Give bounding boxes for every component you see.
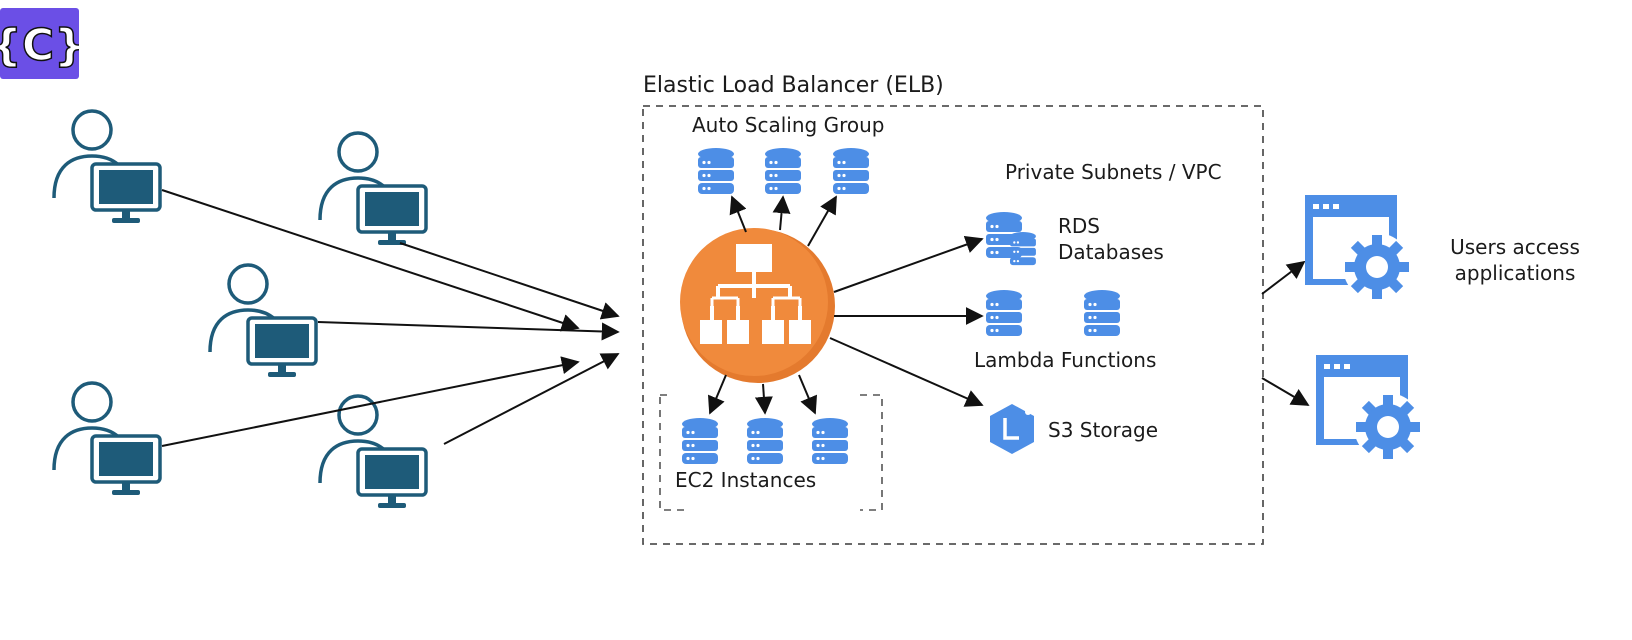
hierarchy-icon xyxy=(700,244,811,344)
database-icon xyxy=(698,148,734,194)
rds-icon xyxy=(986,212,1036,266)
logo-text: {C} xyxy=(0,20,79,71)
lambda-icons xyxy=(986,290,1120,336)
database-icon xyxy=(682,418,718,464)
scaling-arrows xyxy=(729,195,837,247)
elb-title: Elastic Load Balancer (ELB) xyxy=(643,73,944,98)
app-window-gear-icon xyxy=(1305,195,1411,301)
arrow xyxy=(807,195,837,247)
database-icon xyxy=(1084,290,1120,336)
service-arrows xyxy=(829,235,984,407)
database-icon xyxy=(812,418,848,464)
user-arrows xyxy=(161,189,620,447)
arrow xyxy=(729,195,747,233)
arrow xyxy=(772,195,791,231)
database-icon xyxy=(1010,232,1036,266)
arrow xyxy=(1261,260,1306,295)
arrow xyxy=(161,189,580,332)
apps-label-line1: Users access xyxy=(1450,235,1580,259)
users-group xyxy=(52,109,428,510)
ec2-arrows xyxy=(707,374,818,415)
arrow xyxy=(798,374,818,415)
elb-container xyxy=(642,105,1264,545)
arrow xyxy=(707,374,727,415)
auto-scaling-title: Auto Scaling Group xyxy=(692,113,885,137)
code-braces-logo: {C} xyxy=(0,19,79,72)
database-icon xyxy=(765,148,801,194)
user-with-monitor-icon xyxy=(208,263,318,379)
user-with-monitor-icon xyxy=(318,394,428,510)
arrow xyxy=(317,321,620,341)
user-with-monitor-icon xyxy=(52,381,162,497)
database-icon xyxy=(986,290,1022,336)
vpc-title: Private Subnets / VPC xyxy=(1005,160,1222,184)
arrow xyxy=(443,353,620,445)
database-icon xyxy=(747,418,783,464)
elb-node xyxy=(680,228,835,383)
arrow xyxy=(161,356,580,447)
database-icon xyxy=(833,148,869,194)
app-window-gear-icon xyxy=(1316,355,1422,461)
arrow xyxy=(829,337,984,407)
rds-label: RDS Databases xyxy=(1058,213,1164,265)
app-arrows xyxy=(1261,260,1310,406)
rds-label-line2: Databases xyxy=(1058,240,1164,264)
rds-label-line1: RDS xyxy=(1058,214,1100,238)
s3-hexagon-icon xyxy=(990,404,1034,454)
s3-label: S3 Storage xyxy=(1048,418,1159,442)
ec2-label: EC2 Instances xyxy=(675,468,817,492)
apps-label-line2: applications xyxy=(1454,261,1576,285)
ec2-instances xyxy=(682,418,848,464)
arrow xyxy=(754,383,773,415)
arrow xyxy=(1261,377,1310,406)
logo: {C} xyxy=(0,8,79,79)
arrow xyxy=(399,242,620,320)
auto-scaling-instances xyxy=(698,148,869,194)
user-with-monitor-icon xyxy=(318,131,428,247)
apps-label: Users access applications xyxy=(1442,234,1588,286)
ec2-container xyxy=(659,394,883,511)
arrow xyxy=(833,235,984,293)
user-with-monitor-icon xyxy=(52,109,162,225)
applications xyxy=(1305,195,1422,461)
lambda-label: Lambda Functions xyxy=(974,348,1157,372)
